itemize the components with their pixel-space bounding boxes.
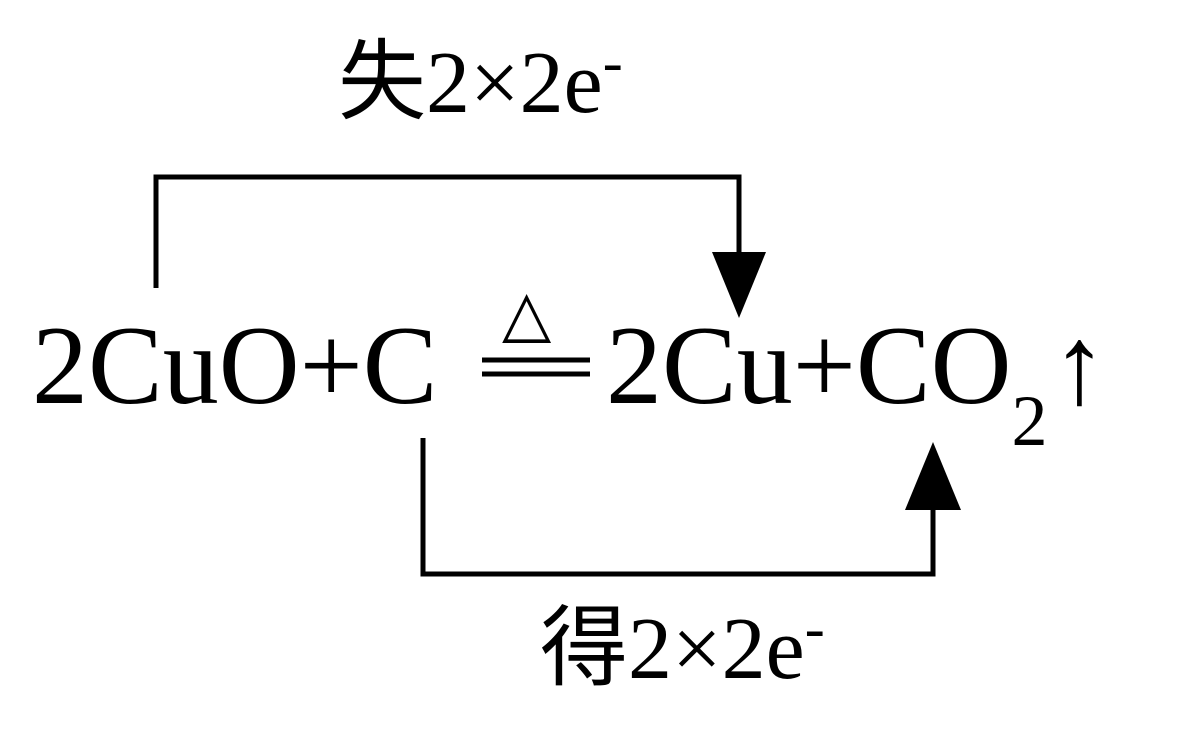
products-text: 2Cu+CO (606, 304, 1012, 428)
loss-arrowhead (712, 252, 766, 318)
loss-bracket-line (153, 174, 742, 288)
gain-arrowhead (905, 442, 961, 510)
electron-loss-text: 失2×2e (338, 35, 603, 132)
heating-condition: △ (502, 282, 551, 346)
electron-gain-text: 得2×2e (540, 601, 805, 698)
gain-bracket-line (420, 438, 936, 577)
electron-loss-label: 失2×2e- (338, 32, 623, 128)
products: 2Cu+CO2↑ (606, 310, 1107, 457)
electron-gain-label: 得2×2e- (540, 598, 825, 694)
reactants: 2CuO+C (32, 310, 437, 422)
electron-loss-charge: - (602, 29, 623, 95)
electron-gain-charge: - (804, 595, 825, 661)
co2-subscript: 2 (1011, 381, 1048, 461)
gas-arrow: ↑ (1051, 304, 1108, 428)
heating-symbol: △ (502, 278, 552, 349)
reactants-text: 2CuO+C (32, 304, 438, 428)
